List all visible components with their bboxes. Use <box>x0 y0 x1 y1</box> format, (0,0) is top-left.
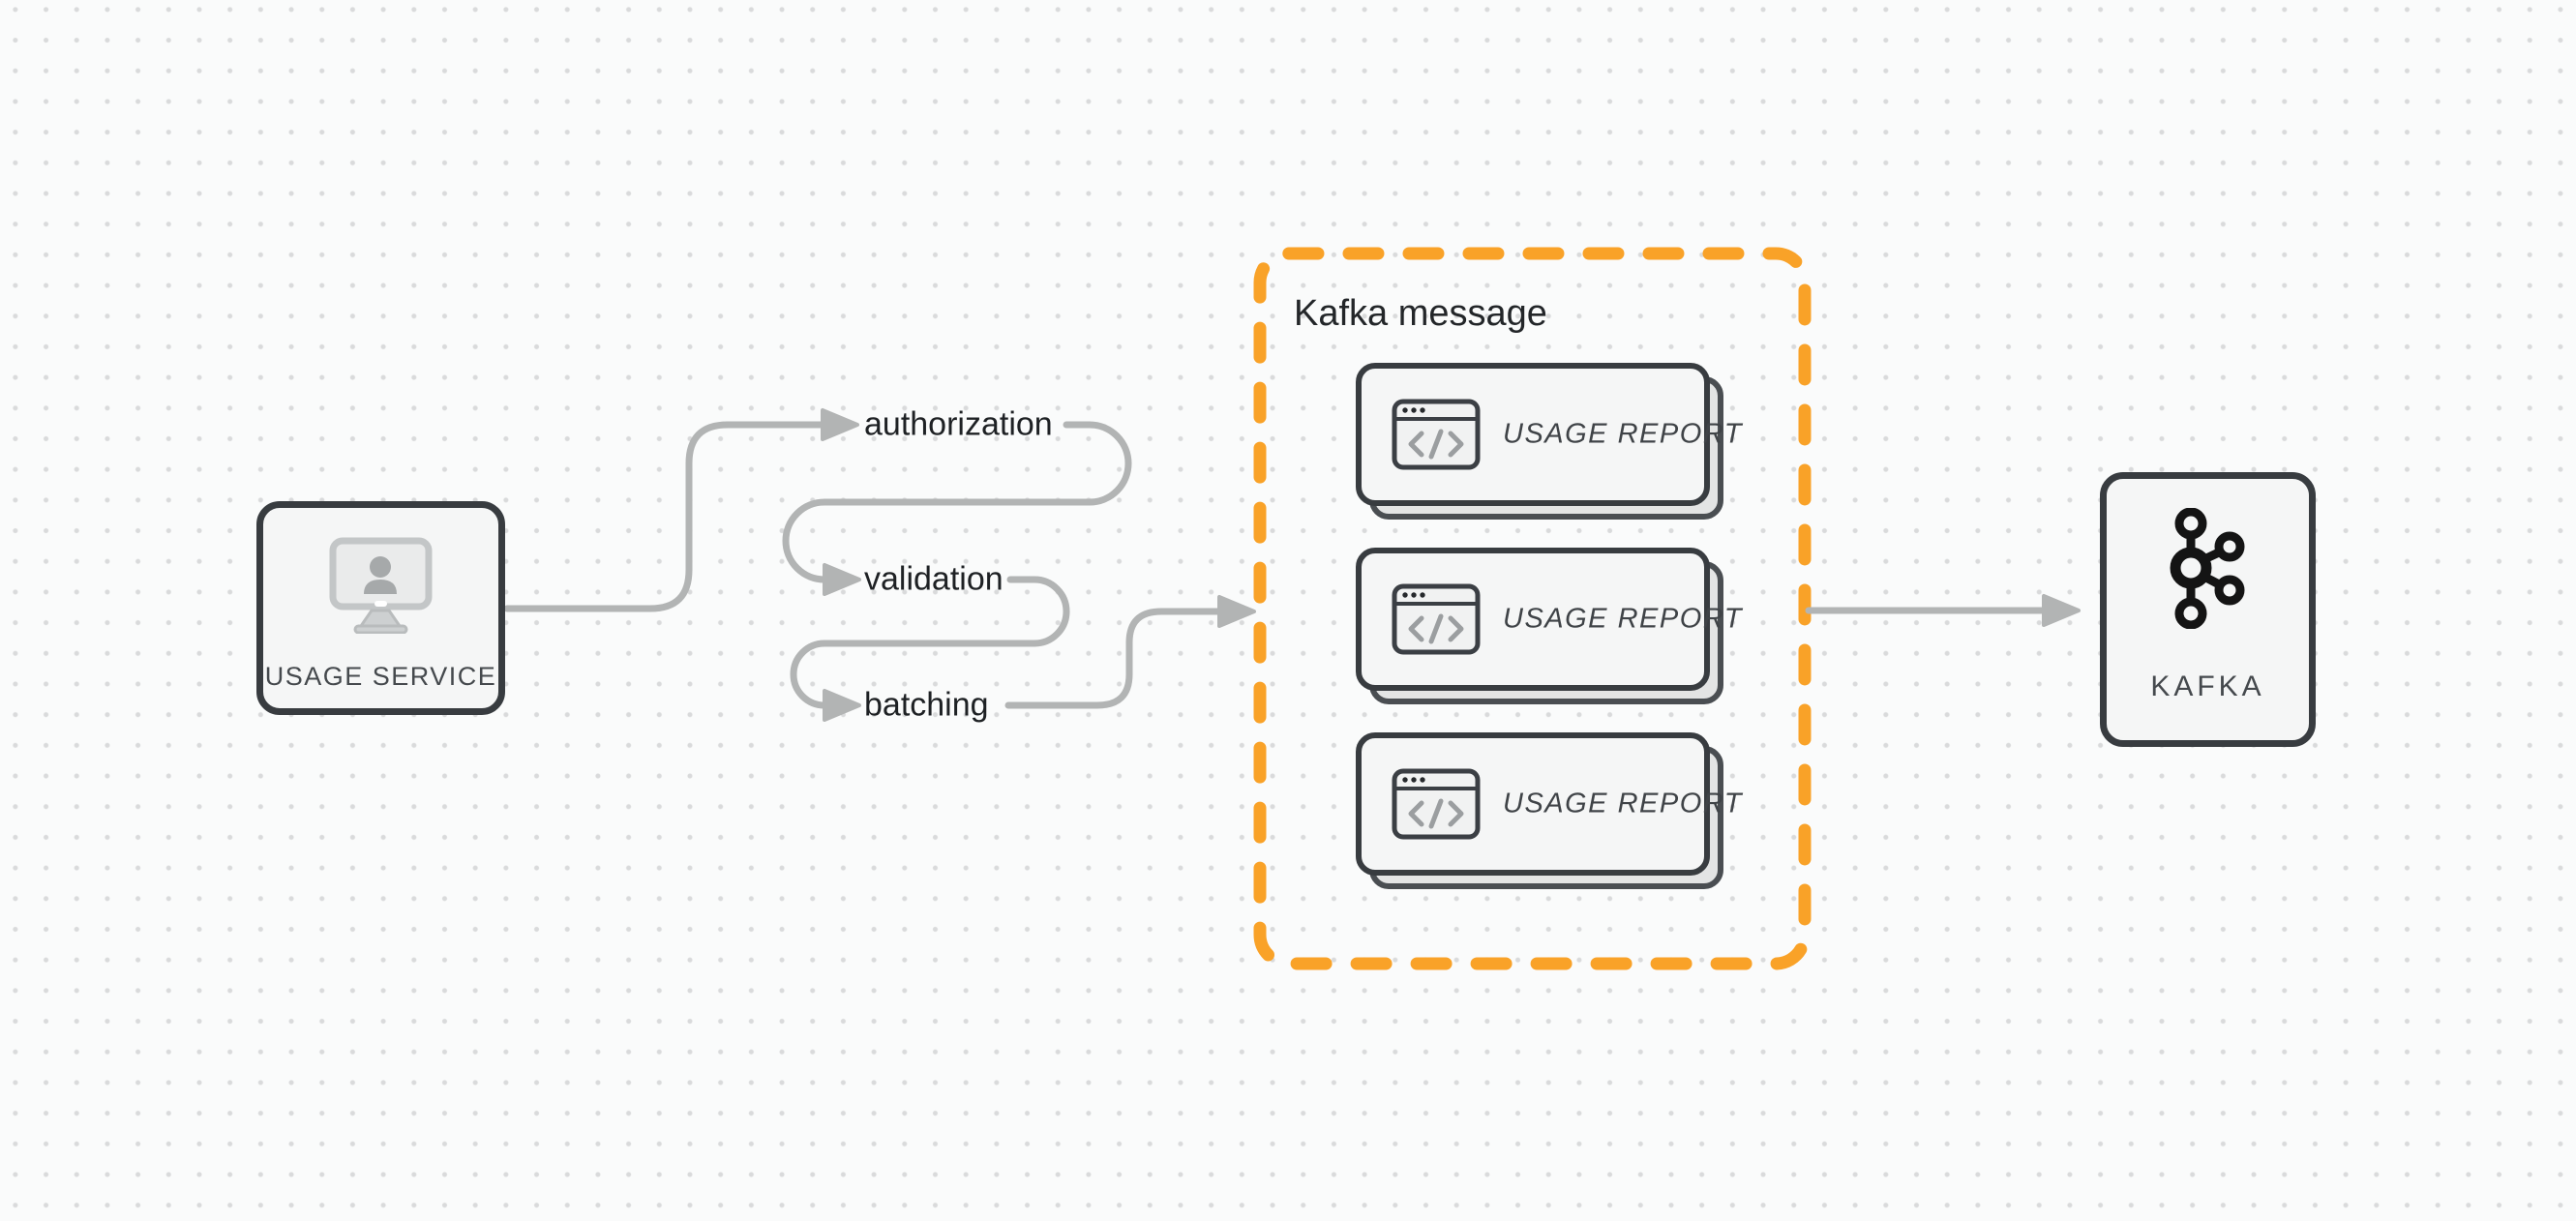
kafka-message-group-title: Kafka message <box>1294 293 1547 334</box>
code-window-icon <box>1392 768 1481 840</box>
connector-batching-to-group <box>1004 608 1225 709</box>
kafka-logo-icon <box>2170 508 2245 629</box>
arrowhead-group <box>1217 595 1256 628</box>
connector-authorization-to-validation <box>782 421 1132 583</box>
arrowhead-kafka <box>2042 594 2081 627</box>
connector-usage-to-authorization <box>503 421 824 612</box>
step-label-validation: validation <box>864 560 1003 598</box>
step-label-authorization: authorization <box>864 405 1053 443</box>
arrowhead-authorization <box>821 408 859 441</box>
node-usage-service: USAGE SERVICE <box>256 501 505 715</box>
step-label-batching: batching <box>864 686 989 724</box>
code-window-icon <box>1392 399 1481 470</box>
code-window-icon <box>1392 583 1481 655</box>
arrowhead-batching <box>823 689 861 722</box>
kafka-label: KAFKA <box>2150 670 2265 702</box>
card-face: USAGE REPORT <box>1356 732 1741 876</box>
usage-report-label: USAGE REPORT <box>1503 788 1743 819</box>
arrowhead-validation <box>823 563 861 596</box>
user-silhouette-head <box>370 556 391 578</box>
monitor-user-icon <box>329 537 433 634</box>
card-face: USAGE REPORT <box>1356 363 1741 506</box>
usage-service-label: USAGE SERVICE <box>264 662 497 691</box>
card-face: USAGE REPORT <box>1356 548 1741 691</box>
user-silhouette-body <box>364 580 397 594</box>
usage-report-card: USAGE REPORT <box>1356 548 1741 704</box>
usage-report-label: USAGE REPORT <box>1503 418 1743 450</box>
usage-report-card: USAGE REPORT <box>1356 732 1741 889</box>
node-kafka: KAFKA <box>2100 472 2316 747</box>
usage-report-card: USAGE REPORT <box>1356 363 1741 520</box>
usage-report-label: USAGE REPORT <box>1503 603 1743 635</box>
